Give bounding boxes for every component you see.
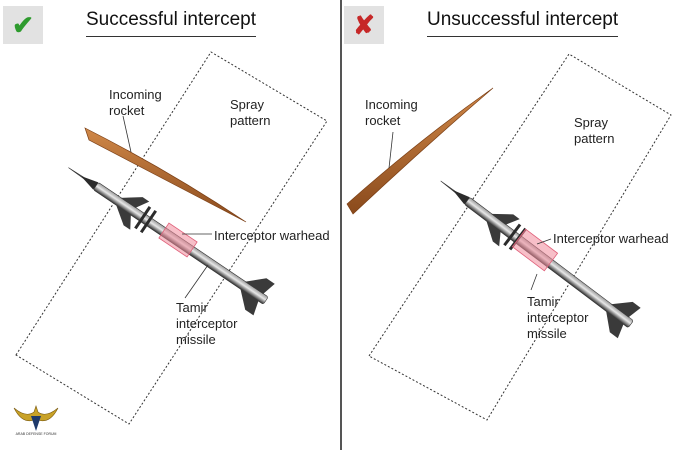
label-interceptor-warhead: Interceptor warhead — [553, 231, 669, 246]
successful-diagram — [15, 51, 328, 425]
watermark-text: ARAB DEFENSE FORUM — [15, 432, 57, 436]
spray-pattern — [368, 53, 672, 421]
label-spray-pattern: Spray pattern — [230, 97, 271, 128]
eagle-logo-icon — [13, 405, 59, 431]
status-badge: ✔ — [3, 6, 43, 44]
checkmark-icon: ✔ — [12, 9, 34, 40]
incoming-rocket — [84, 127, 247, 223]
label-tamir-missile: Tamir interceptor missile — [527, 294, 589, 341]
cross-icon: ✘ — [353, 9, 375, 40]
label-incoming-rocket: Incoming rocket — [109, 87, 162, 118]
watermark-logo: ARAB DEFENSE FORUM — [4, 402, 68, 446]
spray-pattern — [15, 51, 328, 425]
panel-divider — [340, 0, 342, 450]
panel-title: Unsuccessful intercept — [427, 9, 619, 37]
interceptor-warhead — [511, 228, 559, 272]
label-interceptor-warhead: Interceptor warhead — [214, 228, 330, 243]
interceptor-warhead — [158, 222, 198, 258]
panel-title: Successful intercept — [86, 9, 257, 37]
unsuccessful-diagram — [346, 53, 672, 421]
label-spray-pattern: Spray pattern — [574, 115, 615, 146]
status-badge: ✘ — [344, 6, 384, 44]
incoming-rocket — [346, 87, 494, 215]
panel-unsuccessful: ✘ Unsuccessful intercept Incoming rocket… — [341, 0, 680, 450]
panel-successful: ✔ Successful intercept Incoming rocket S… — [3, 6, 330, 446]
label-tamir-missile: Tamir interceptor missile — [176, 300, 238, 347]
label-incoming-rocket: Incoming rocket — [365, 97, 418, 128]
